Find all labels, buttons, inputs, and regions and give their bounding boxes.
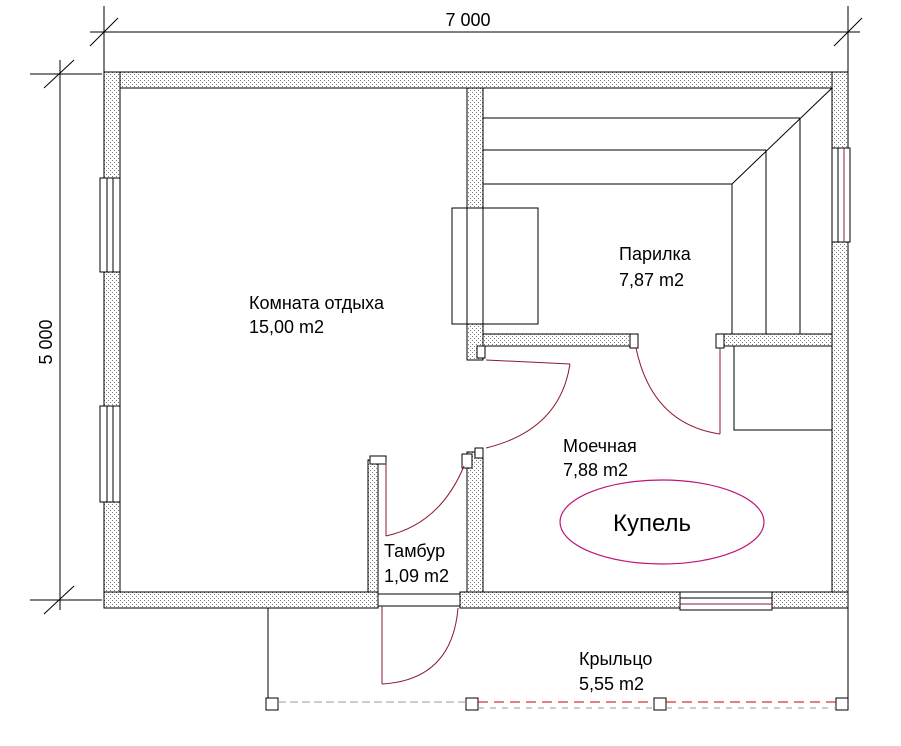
steam-room-area: 7,87 m2 <box>619 270 684 290</box>
window-bottom <box>679 591 773 611</box>
dimension-width-label: 7 000 <box>445 10 490 30</box>
window-left-lower <box>99 405 121 503</box>
plunge-pool <box>559 479 765 565</box>
steam-room-name: Парилка <box>619 244 692 264</box>
stove <box>451 207 539 325</box>
dimension-height <box>30 59 102 615</box>
wall-outlines <box>120 87 832 593</box>
washing-room-name: Моечная <box>563 436 637 456</box>
porch-name: Крыльцо <box>579 649 652 669</box>
porch <box>265 608 849 711</box>
vestibule-area: 1,09 m2 <box>384 566 449 586</box>
dimension-width <box>89 6 863 72</box>
porch-area: 5,55 m2 <box>579 674 644 694</box>
dimension-height-label: 5 000 <box>36 319 56 364</box>
rest-room-area: 15,00 m2 <box>249 317 324 337</box>
rest-room-name: Комната отдыха <box>249 293 385 313</box>
door-rest-room <box>474 345 571 459</box>
door-entrance <box>377 593 461 685</box>
steam-room-benches <box>483 87 833 334</box>
window-left-upper <box>99 177 121 273</box>
door-steam-room <box>629 333 725 435</box>
window-right <box>831 147 851 243</box>
plunge-pool-label: Купель <box>613 510 691 537</box>
vestibule-name: Тамбур <box>384 541 445 561</box>
washing-room-area: 7,88 m2 <box>563 460 628 480</box>
washing-room-bench <box>733 345 833 431</box>
door-vestibule <box>369 453 473 537</box>
